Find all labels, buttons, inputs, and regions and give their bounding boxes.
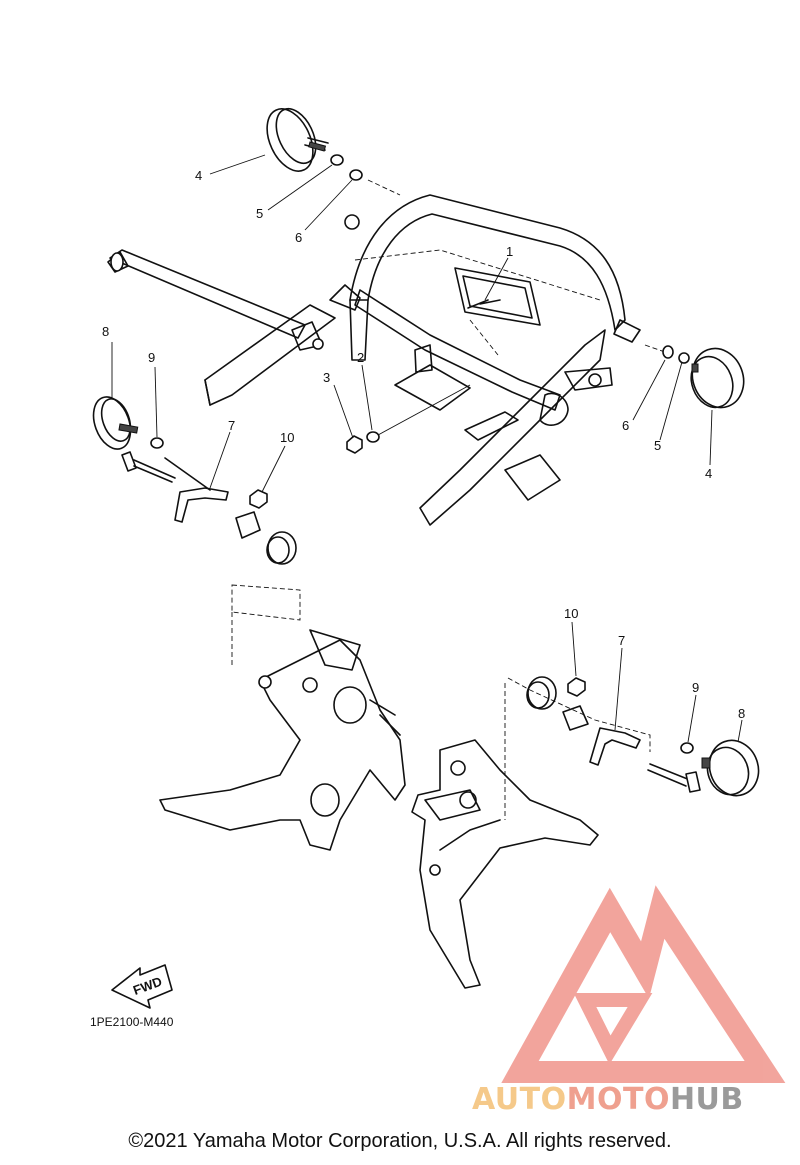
copyright-notice: ©2021 Yamaha Motor Corporation, U.S.A. A…	[128, 1130, 672, 1152]
part-5-washer-right	[678, 352, 690, 364]
brand-auto: AUTO	[472, 1082, 567, 1117]
callout-2: 2	[357, 350, 364, 365]
leader-lines	[111, 154, 743, 743]
callout-9-left: 9	[148, 350, 155, 365]
rubber-bushing-left	[266, 531, 297, 565]
callout-6-right: 6	[622, 418, 629, 433]
callout-5-left: 5	[256, 206, 263, 221]
part-7-bracket-left	[164, 457, 229, 523]
lower-bracket-left	[159, 629, 406, 851]
part-10-nut-right	[567, 677, 586, 697]
diagram-code: 1PE2100-M440	[90, 1015, 174, 1029]
callout-4-left: 4	[195, 168, 202, 183]
part-3-nut	[346, 435, 363, 454]
callout-3: 3	[323, 370, 330, 385]
part-6-washer-right	[662, 345, 674, 359]
part-5-washer-left	[330, 154, 344, 166]
callout-8-right: 8	[738, 706, 745, 721]
lower-bracket-right	[411, 739, 599, 989]
part-4-bumper-left	[266, 107, 329, 172]
frame-assembly	[107, 179, 666, 526]
brand-hub: HUB	[669, 1082, 744, 1117]
part-4-bumper-right	[690, 347, 745, 409]
collar-left	[235, 511, 261, 539]
brand-moto: MOTO	[566, 1082, 670, 1117]
automotohub-watermark: AUTOMOTOHUB	[472, 1082, 744, 1117]
callout-4-right: 4	[705, 466, 712, 481]
part-9-washer-right	[680, 742, 694, 754]
callout-8-left: 8	[102, 324, 109, 339]
part-1-rubber-pad	[454, 267, 541, 356]
part-9-washer-left	[150, 437, 164, 449]
callout-1: 1	[506, 244, 513, 259]
fwd-arrow-icon: FWD	[111, 964, 173, 1009]
part-10-nut-left	[249, 489, 268, 509]
part-2-washer	[366, 431, 380, 443]
callout-7-left: 7	[228, 418, 235, 433]
callout-6-left: 6	[295, 230, 302, 245]
callout-labels: 1 2 3 4 4 5 5 6 6 7 7 8 8 9 9 10 10	[102, 168, 745, 721]
automotohub-logo-icon	[501, 885, 786, 1083]
callout-9-right: 9	[692, 680, 699, 695]
callout-10-left: 10	[280, 430, 294, 445]
part-6-washer-left	[349, 169, 363, 181]
collar-right	[562, 705, 589, 731]
part-7-bracket-right	[589, 727, 641, 766]
part-8-mount-left	[92, 396, 139, 450]
callout-5-right: 5	[654, 438, 661, 453]
callout-7-right: 7	[618, 633, 625, 648]
bolt-left	[121, 451, 176, 483]
part-8-mount-right	[701, 739, 760, 797]
bolt-right	[647, 763, 701, 793]
callout-10-right: 10	[564, 606, 578, 621]
rubber-bushing-right	[526, 676, 557, 710]
